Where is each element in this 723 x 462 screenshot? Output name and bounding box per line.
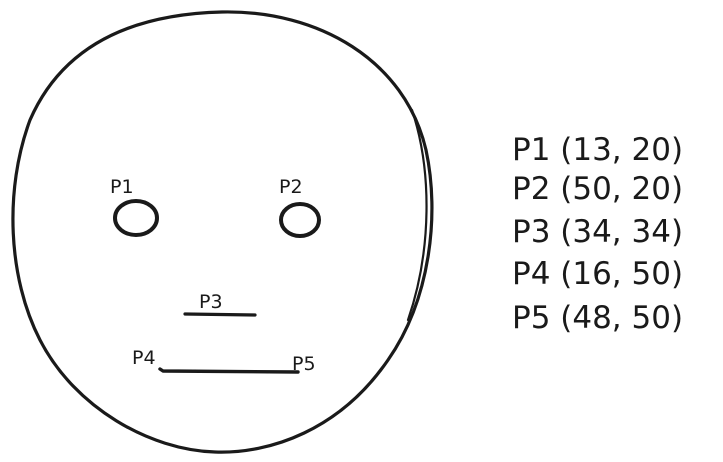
face-outline bbox=[11, 10, 434, 454]
face-outline-shade bbox=[406, 108, 428, 322]
point-label-p5: P5 bbox=[292, 353, 316, 375]
legend-line-p3: P3 (34, 34) bbox=[512, 214, 683, 250]
coordinate-legend: P1 (13, 20) P2 (50, 20) P3 (34, 34) P4 (… bbox=[512, 132, 683, 336]
legend-line-p4: P4 (16, 50) bbox=[512, 256, 683, 292]
point-label-p2: P2 bbox=[279, 176, 303, 198]
legend-line-p2: P2 (50, 20) bbox=[512, 171, 683, 207]
legend-line-p5: P5 (48, 50) bbox=[512, 300, 683, 336]
point-label-p4: P4 bbox=[132, 347, 156, 369]
left-eye bbox=[113, 199, 159, 237]
mouth-line bbox=[158, 367, 300, 374]
legend-line-p1: P1 (13, 20) bbox=[512, 132, 683, 168]
point-label-p1: P1 bbox=[110, 176, 134, 198]
right-eye bbox=[279, 202, 321, 238]
nose-line bbox=[183, 312, 257, 317]
point-label-p3: P3 bbox=[199, 291, 223, 313]
